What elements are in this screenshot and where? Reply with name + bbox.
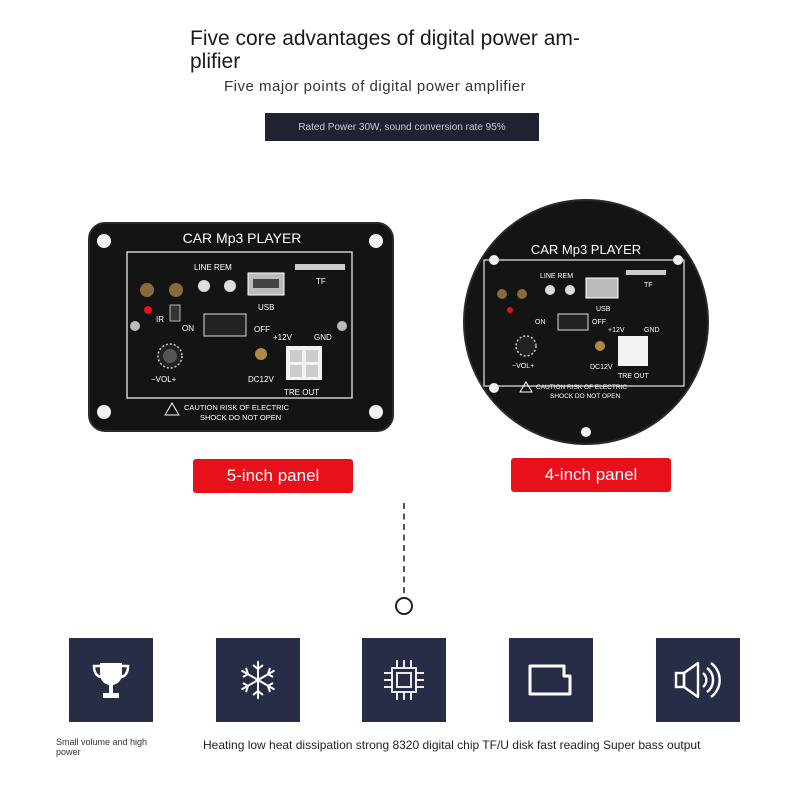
caution-line-1: CAUTION RISK OF ELECTRIC (184, 403, 290, 412)
tf-label: TF (316, 277, 326, 286)
on-label-4inch: ON (535, 319, 546, 326)
feature-caption-1: Small volume and high power (56, 737, 148, 757)
vol-label: −VOL+ (151, 375, 177, 384)
sd-card-icon (509, 638, 593, 722)
panel-5inch-image: CAR Mp3 PLAYER LINE REM USB TF IR ON OFF… (88, 222, 394, 432)
trophy-icon (69, 638, 153, 722)
tf-label-4inch: TF (644, 282, 653, 289)
caution-line-2-4inch: SHOCK DO NOT OPEN (550, 393, 621, 400)
page-subtitle: Five major points of digital power ampli… (224, 78, 527, 95)
caution-line-2: SHOCK DO NOT OPEN (200, 413, 281, 422)
off-label-4inch: OFF (592, 319, 606, 326)
tre-out-label-4inch: TRE OUT (618, 373, 649, 380)
dc12v-label: DC12V (248, 375, 274, 384)
off-label: OFF (254, 325, 270, 334)
plus12v-label: +12V (273, 333, 293, 342)
line-rem-label-4inch: LINE REM (540, 273, 573, 280)
board-title: CAR Mp3 PLAYER (183, 230, 302, 246)
dashed-connector (403, 503, 405, 593)
usb-label: USB (258, 303, 274, 312)
panel-4inch-image: CAR Mp3 PLAYER LINE REM USB TF ON OFF +1… (463, 199, 709, 445)
chip-icon (362, 638, 446, 722)
board-title-4inch: CAR Mp3 PLAYER (531, 242, 641, 257)
gnd-label-4inch: GND (644, 327, 660, 334)
connector-ring-icon (395, 597, 413, 615)
usb-label-4inch: USB (596, 306, 611, 313)
panel-4inch-label: 4-inch panel (511, 458, 671, 492)
spec-banner: Rated Power 30W, sound conversion rate 9… (265, 113, 539, 141)
plus12v-label-4inch: +12V (608, 327, 625, 334)
snowflake-icon (216, 638, 300, 722)
gnd-label: GND (314, 333, 332, 342)
caution-line-1-4inch: CAUTION RISK OF ELECTRIC (536, 384, 627, 391)
page-title: Five core advantages of digital power am… (190, 27, 580, 73)
feature-captions-row: Heating low heat dissipation strong 8320… (203, 738, 701, 752)
speaker-icon (656, 638, 740, 722)
tre-out-label: TRE OUT (284, 388, 319, 397)
ir-label: IR (156, 315, 164, 324)
vol-label-4inch: −VOL+ (512, 363, 534, 370)
dc12v-label-4inch: DC12V (590, 364, 613, 371)
panel-5inch-label: 5-inch panel (193, 459, 353, 493)
on-label: ON (182, 324, 194, 333)
line-rem-label: LINE REM (194, 263, 232, 272)
